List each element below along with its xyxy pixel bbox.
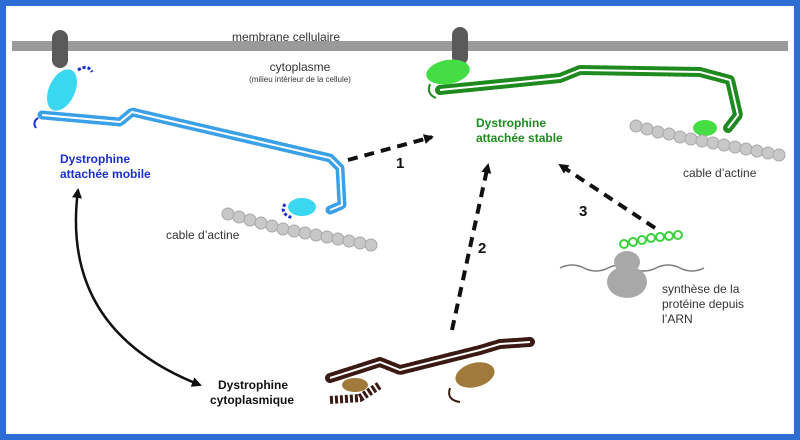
cyto-label-line1: Dystrophine [218,378,289,392]
actin-cable-right [629,119,786,162]
cytoplasm-label: cytoplasme [269,60,331,74]
synthesis-label-line2: protéine depuis [662,297,745,311]
stable-label-line2: attachée stable [476,131,563,145]
mobile-label-line2: attachée mobile [60,167,151,181]
arrow-step-1 [347,134,434,162]
arrow-step-2 [450,163,492,331]
dystrophin-cytoplasmic [325,337,535,404]
dystrophin-mobile [33,65,347,220]
actin-left-label: cable d’actine [166,228,240,242]
stable-label-line1: Dystrophine [476,116,547,130]
actin-cable-left [221,207,378,252]
nascent-protein-chain [619,230,683,249]
synthesis-label-line3: l’ARN [662,312,693,326]
dystrophin-stable [426,59,743,136]
arrow-step-3 [558,163,657,230]
actin-right-label: cable d’actine [683,166,757,180]
arrow-mobile-cytoplasmic [72,188,202,387]
synthesis-label-line1: synthèse de la [662,282,740,296]
cyto-label-line2: cytoplasmique [210,393,295,407]
step-3-number: 3 [579,203,588,220]
transmembrane-protein-left [52,30,68,68]
membrane-label: membrane cellulaire [232,30,341,44]
step-2-number: 2 [478,240,487,257]
ribosome [607,251,647,298]
mobile-label-line1: Dystrophine [60,152,131,166]
cell-membrane [12,41,788,51]
step-1-number: 1 [396,155,405,172]
cytoplasm-note: (milieu intérieur de la cellule) [249,75,351,84]
transmembrane-protein-right [452,27,468,65]
